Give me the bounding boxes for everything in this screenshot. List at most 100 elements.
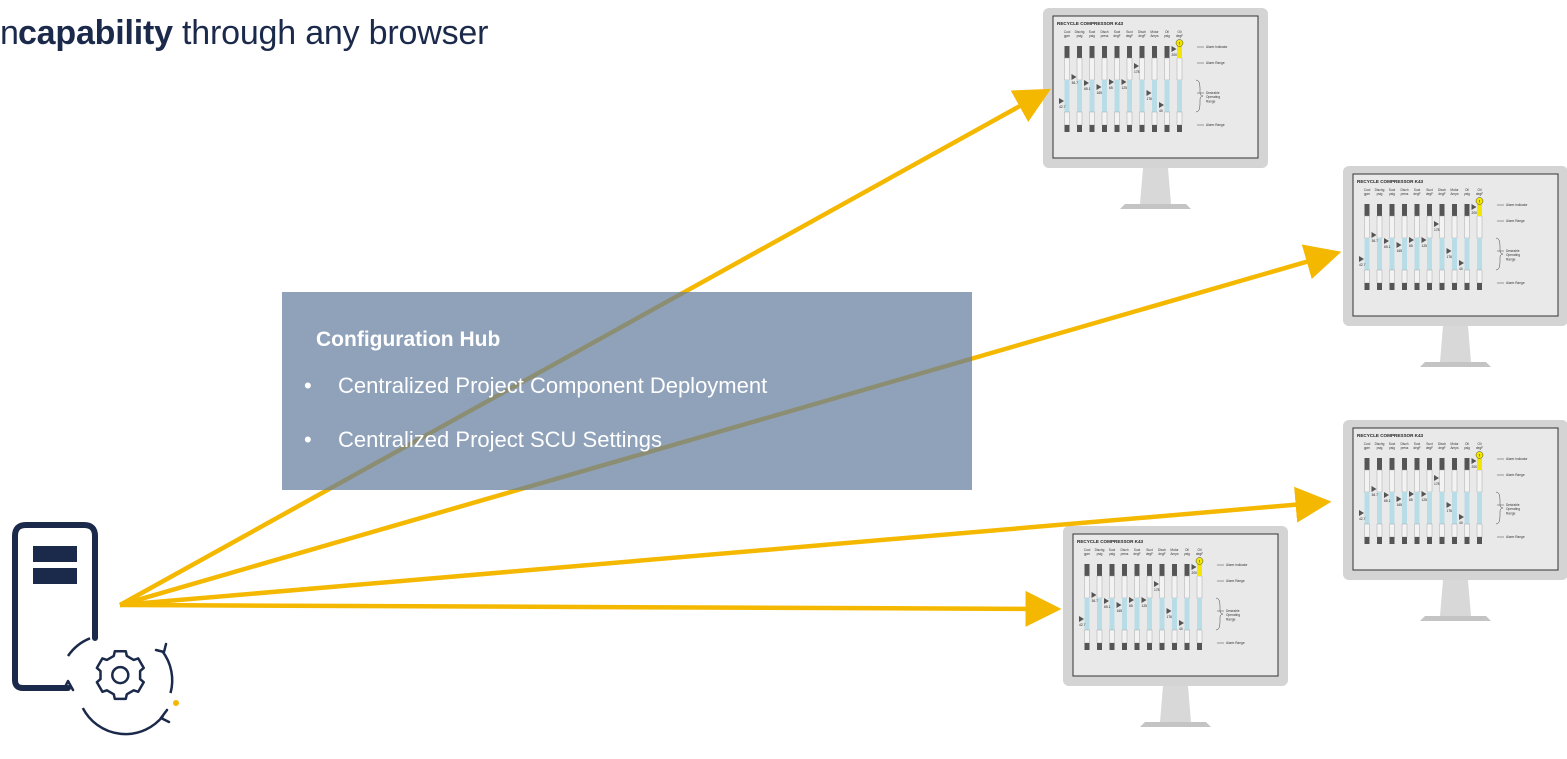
value-label: 65.1 <box>1084 87 1091 91</box>
bar-normal-top <box>1364 215 1370 239</box>
bar-normal-bottom <box>1414 269 1420 284</box>
value-label: 178 <box>1154 588 1160 592</box>
bar-normal-top <box>1171 575 1178 599</box>
column-header: Oil <box>1465 188 1469 192</box>
value-marker <box>1421 237 1427 243</box>
bar-alarm-bottom <box>1134 643 1140 650</box>
alarm-symbol: ! <box>1199 559 1200 564</box>
value-label: 125 <box>1422 244 1428 248</box>
column-header: psig <box>1089 34 1095 38</box>
bar-normal-bottom <box>1464 269 1470 284</box>
column-header: Disch <box>1158 548 1166 552</box>
column-header: Amps <box>1170 552 1179 556</box>
column-header: Cool <box>1364 442 1371 446</box>
bar-normal-top <box>1439 215 1445 239</box>
bar-alarm-bottom <box>1377 537 1382 544</box>
column-header: psig <box>1077 34 1083 38</box>
server-gear-group <box>12 522 179 736</box>
bar-alarm-bottom <box>1364 283 1370 290</box>
bar-desirable <box>1152 80 1157 112</box>
column-header: Dischg <box>1095 548 1105 552</box>
bar-desirable <box>1172 598 1177 630</box>
bar-alarm-bottom <box>1477 283 1482 290</box>
value-marker <box>1371 232 1377 238</box>
bar-desirable <box>1364 238 1370 270</box>
alarm-range-top-label: Alarm Range <box>1506 473 1525 477</box>
bar-desirable <box>1134 598 1140 630</box>
bar-desirable <box>1414 238 1420 270</box>
column-header: psig <box>1097 552 1103 556</box>
value-label: 165 <box>1097 91 1103 95</box>
value-label: 65.1 <box>1384 499 1391 503</box>
alarm-indicator-label: Alarm Indicator <box>1506 457 1528 461</box>
alarm-indicator-icon <box>1175 39 1184 47</box>
value-label: 200 <box>1172 53 1178 57</box>
bar-normal-bottom <box>1101 111 1108 126</box>
desirable-range-label: Desirable <box>1226 609 1240 613</box>
bar-normal-bottom <box>1401 269 1408 284</box>
value-label: 36.7 <box>1372 239 1379 243</box>
value-label: 165 <box>1117 609 1123 613</box>
bar-alarm-bottom <box>1377 283 1382 290</box>
column-header: degF <box>1438 192 1445 196</box>
bar-normal-bottom <box>1439 523 1445 538</box>
monitor-neck <box>1440 326 1471 362</box>
column-header: degF <box>1138 34 1145 38</box>
column-header: Disch <box>1401 188 1409 192</box>
value-marker <box>1154 581 1159 587</box>
column-header: degF <box>1426 192 1433 196</box>
bar-desirable <box>1477 238 1482 270</box>
value-marker <box>1104 598 1109 604</box>
bar-alarm-top <box>1377 204 1382 216</box>
bar-desirable <box>1452 238 1457 270</box>
bar-normal-top <box>1376 215 1383 239</box>
bar-alarm-bottom <box>1164 125 1170 132</box>
column-header: gpm <box>1064 34 1071 38</box>
value-label: 40 <box>1179 627 1183 631</box>
value-label: 42.7 <box>1059 105 1066 109</box>
bar-normal-top <box>1139 57 1145 81</box>
headline-rest: through any browser <box>172 14 489 52</box>
value-label: 40 <box>1459 267 1463 271</box>
desirable-range-label: Operating <box>1506 253 1520 257</box>
bar-normal-top <box>1064 57 1070 81</box>
bar-desirable <box>1064 80 1070 112</box>
bar-alarm-bottom <box>1477 537 1482 544</box>
bar-alarm-bottom <box>1427 283 1432 290</box>
alarm-range-top-label: Alarm Range <box>1206 61 1225 65</box>
value-label: 125 <box>1142 604 1148 608</box>
bar-normal-bottom <box>1184 629 1190 644</box>
column-header: Motor <box>1450 442 1459 446</box>
headline-bold-text: capability <box>17 14 173 52</box>
bar-desirable <box>1122 598 1127 630</box>
value-marker <box>1434 221 1439 227</box>
value-label: 40 <box>1459 521 1463 525</box>
bar-alarm-top <box>1159 564 1165 576</box>
bar-normal-top <box>1146 575 1153 599</box>
bar-desirable <box>1377 238 1382 270</box>
bar-desirable <box>1159 598 1165 630</box>
desirable-range-label: Desirable <box>1506 249 1520 253</box>
value-label: 36.7 <box>1372 493 1379 497</box>
value-label: 200 <box>1472 465 1478 469</box>
value-label: 42.7 <box>1359 263 1366 267</box>
desirable-range-label: Desirable <box>1506 503 1520 507</box>
bar-alarm-bottom <box>1089 125 1095 132</box>
value-marker <box>1396 496 1402 502</box>
value-marker <box>1459 260 1464 266</box>
bar-alarm-top <box>1134 564 1140 576</box>
bar-alarm-bottom <box>1109 643 1115 650</box>
value-marker <box>1371 486 1377 492</box>
hub-title: Configuration Hub <box>316 328 501 351</box>
bar-alarm-bottom <box>1402 537 1407 544</box>
column-header: degF <box>1158 552 1165 556</box>
bar-alarm-bottom <box>1364 537 1370 544</box>
bar-alarm-top <box>1389 204 1395 216</box>
monitors-group: RECYCLE COMPRESSOR K43Coolgpm42.7Dischgp… <box>1043 8 1567 727</box>
column-header: Amps <box>1150 34 1159 38</box>
bar-normal-top <box>1151 57 1158 81</box>
bar-normal-bottom <box>1464 523 1470 538</box>
bar-normal-bottom <box>1089 111 1095 126</box>
bar-desirable <box>1077 80 1082 112</box>
